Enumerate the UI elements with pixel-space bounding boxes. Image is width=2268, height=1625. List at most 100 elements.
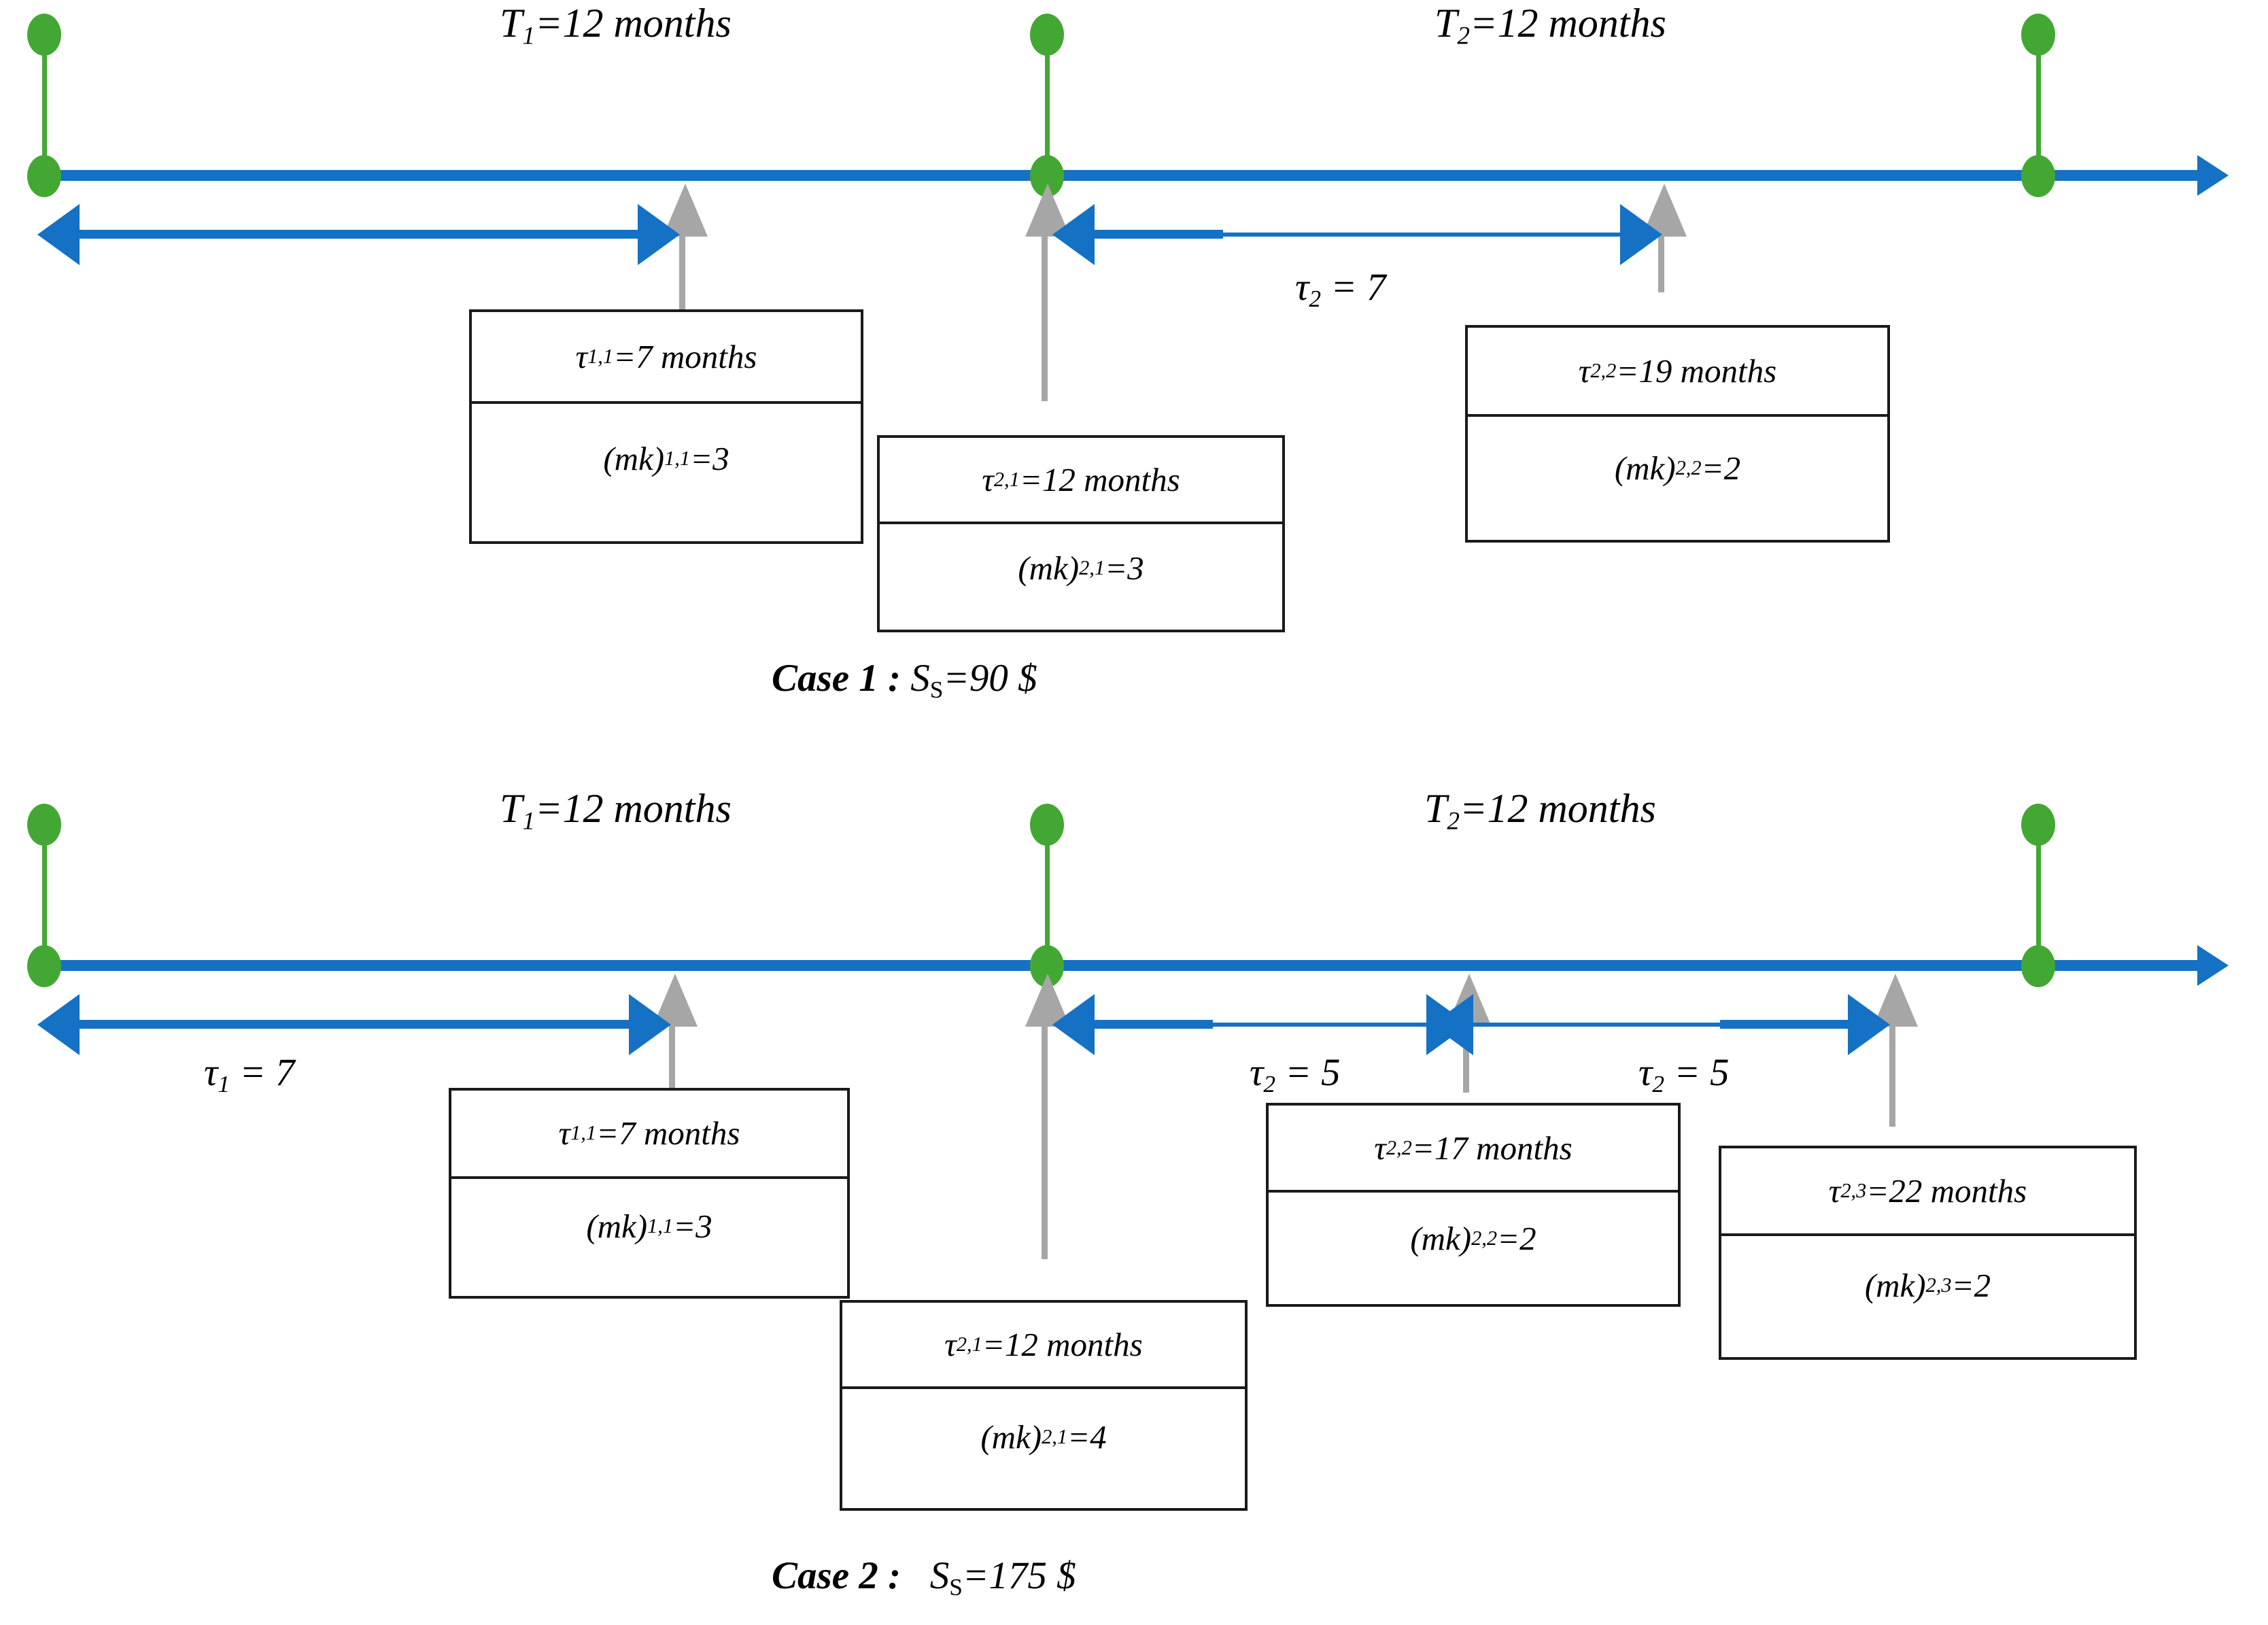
case1-box0-bottom-symbol: (mk)	[603, 440, 665, 478]
case2-tau-label-2: τ2 = 5	[1638, 1050, 1730, 1098]
case1-interval1-arrowhead-right-icon	[638, 204, 680, 265]
case2-box3-top-symbol: τ	[1828, 1171, 1841, 1210]
case2-box2-top-sub: 2,2	[1386, 1135, 1412, 1159]
case1-period-label-T2: T2=12 months	[1434, 0, 1666, 50]
case1-box0-bottom-text: =3	[690, 440, 729, 478]
case2-box2-top-text: =17 months	[1411, 1129, 1573, 1167]
case2-green-dot-top-2	[1030, 804, 1064, 846]
case2-interval3-line-a	[1470, 1023, 1721, 1027]
case2-tau1-text: = 5	[1275, 1051, 1341, 1094]
case1-interval2-line-a	[1090, 230, 1223, 239]
case2-tau0-symbol: τ	[204, 1051, 218, 1094]
case1-tau0-text: = 7	[1321, 266, 1386, 309]
case1-caption-tail: =90 $	[943, 657, 1037, 700]
case2-caption: Case 2 : SS=175 $	[772, 1554, 1076, 1601]
case1-green-dot-axis-3	[2021, 155, 2055, 197]
case1-T1-sub: 1	[522, 22, 535, 50]
case2-period-label-T2: T2=12 months	[1424, 785, 1656, 836]
case1-T2-symbol: T	[1434, 1, 1458, 46]
case1-box0-top-sub: 1,1	[587, 344, 614, 368]
case2-box0-top-text: =7 months	[596, 1114, 740, 1152]
case2-box2-top-symbol: τ	[1374, 1129, 1386, 1167]
case1-box1-bottom-symbol: (mk)	[1018, 549, 1080, 587]
case1-box1-top-text: =12 months	[1019, 460, 1180, 498]
case2-tau0-text: = 7	[230, 1051, 295, 1094]
case2-timeline-axis	[31, 960, 2199, 971]
case2-caption-symbol: S	[929, 1554, 950, 1597]
case1-caption-sub: S	[929, 676, 944, 703]
case2-box1-top-symbol: τ	[944, 1325, 957, 1363]
case2-gray-pointer-stick-2	[1042, 1025, 1048, 1259]
case1-interval1-arrowhead-left-icon	[37, 204, 80, 265]
case1-tau0-symbol: τ	[1295, 266, 1309, 309]
case2-box3-bottom-text: =2	[1951, 1267, 1991, 1305]
case1-period-label-T1: T1=12 months	[500, 0, 732, 50]
case2-box0-bottom-text: =3	[673, 1208, 712, 1246]
case2-tau-label-0: τ1 = 7	[204, 1050, 295, 1098]
case2-box0-top-symbol: τ	[558, 1114, 571, 1152]
case1-box2-top-symbol: τ	[1578, 352, 1591, 390]
case2-green-dot-axis-1	[27, 945, 61, 987]
case2-interval2-arrowhead-left-icon	[1052, 994, 1095, 1055]
case2-period-label-T1: T1=12 months	[500, 785, 732, 836]
case1-box1-bottom-sub: 2,1	[1079, 556, 1105, 580]
case1-tau-label-0: τ2 = 7	[1295, 265, 1386, 313]
case2-caption-sub: S	[949, 1573, 963, 1601]
case1-info-box-2-bottom: (mk)2,2=2	[1468, 417, 1887, 540]
case2-box1-bottom-text: =4	[1067, 1418, 1107, 1456]
case2-T2-text: =12 months	[1459, 786, 1656, 831]
case2-box3-top-sub: 2,3	[1840, 1178, 1867, 1202]
case2-info-box-2-bottom: (mk)2,2=2	[1269, 1193, 1678, 1304]
case2-box3-bottom-symbol: (mk)	[1864, 1267, 1926, 1305]
case1-green-dot-axis-1	[27, 155, 61, 197]
case2-box0-top-sub: 1,1	[570, 1121, 597, 1145]
case1-box1-top-symbol: τ	[982, 460, 994, 498]
case2-box2-bottom-sub: 2,2	[1471, 1226, 1498, 1250]
case2-green-stem-3	[2036, 838, 2041, 967]
case1-green-stem-2	[1045, 48, 1050, 177]
case2-interval3-line-b	[1720, 1020, 1849, 1029]
case1-interval2-arrowhead-left-icon	[1052, 204, 1095, 265]
case2-interval2-line-b	[1212, 1023, 1429, 1027]
case1-gray-pointer-stick-2	[1042, 235, 1048, 401]
case2-tau2-text: = 5	[1664, 1051, 1730, 1094]
case1-box0-top-text: =7 months	[613, 337, 757, 375]
case1-box1-bottom-text: =3	[1105, 549, 1144, 587]
case2-green-stem-1	[42, 838, 47, 967]
case1-T1-text: =12 months	[534, 1, 732, 46]
case2-interval3-arrowhead-right-icon	[1848, 994, 1890, 1055]
case2-tau2-symbol: τ	[1638, 1051, 1653, 1094]
case2-T1-sub: 1	[522, 807, 535, 836]
case2-interval3-arrowhead-left-icon	[1431, 994, 1473, 1055]
case2-interval2-line-a	[1090, 1020, 1213, 1029]
case1-timeline-axis	[31, 170, 2199, 181]
case2-T1-text: =12 months	[534, 786, 732, 831]
case1-box0-bottom-sub: 1,1	[664, 447, 691, 471]
case2-gray-pointer-stick-4	[1889, 1025, 1895, 1127]
case1-interval2-line-b	[1222, 233, 1623, 237]
case1-box2-bottom-symbol: (mk)	[1614, 449, 1676, 487]
case1-tau0-sub: 2	[1309, 285, 1322, 312]
case1-green-dot-top-2	[1030, 14, 1064, 56]
case2-box1-top-sub: 2,1	[956, 1332, 982, 1356]
case2-caption-tail: =175 $	[962, 1554, 1076, 1597]
case1-caption-label: Case 1 :	[772, 657, 901, 700]
case1-T1-symbol: T	[500, 1, 523, 46]
case1-box1-top-sub: 2,1	[993, 467, 1020, 491]
case1-box2-bottom-text: =2	[1701, 449, 1741, 487]
case1-green-stem-1	[42, 48, 47, 177]
case2-tau0-sub: 1	[218, 1070, 230, 1097]
case2-timeline-arrowhead-icon	[2197, 945, 2229, 986]
case2-T2-symbol: T	[1424, 786, 1447, 831]
